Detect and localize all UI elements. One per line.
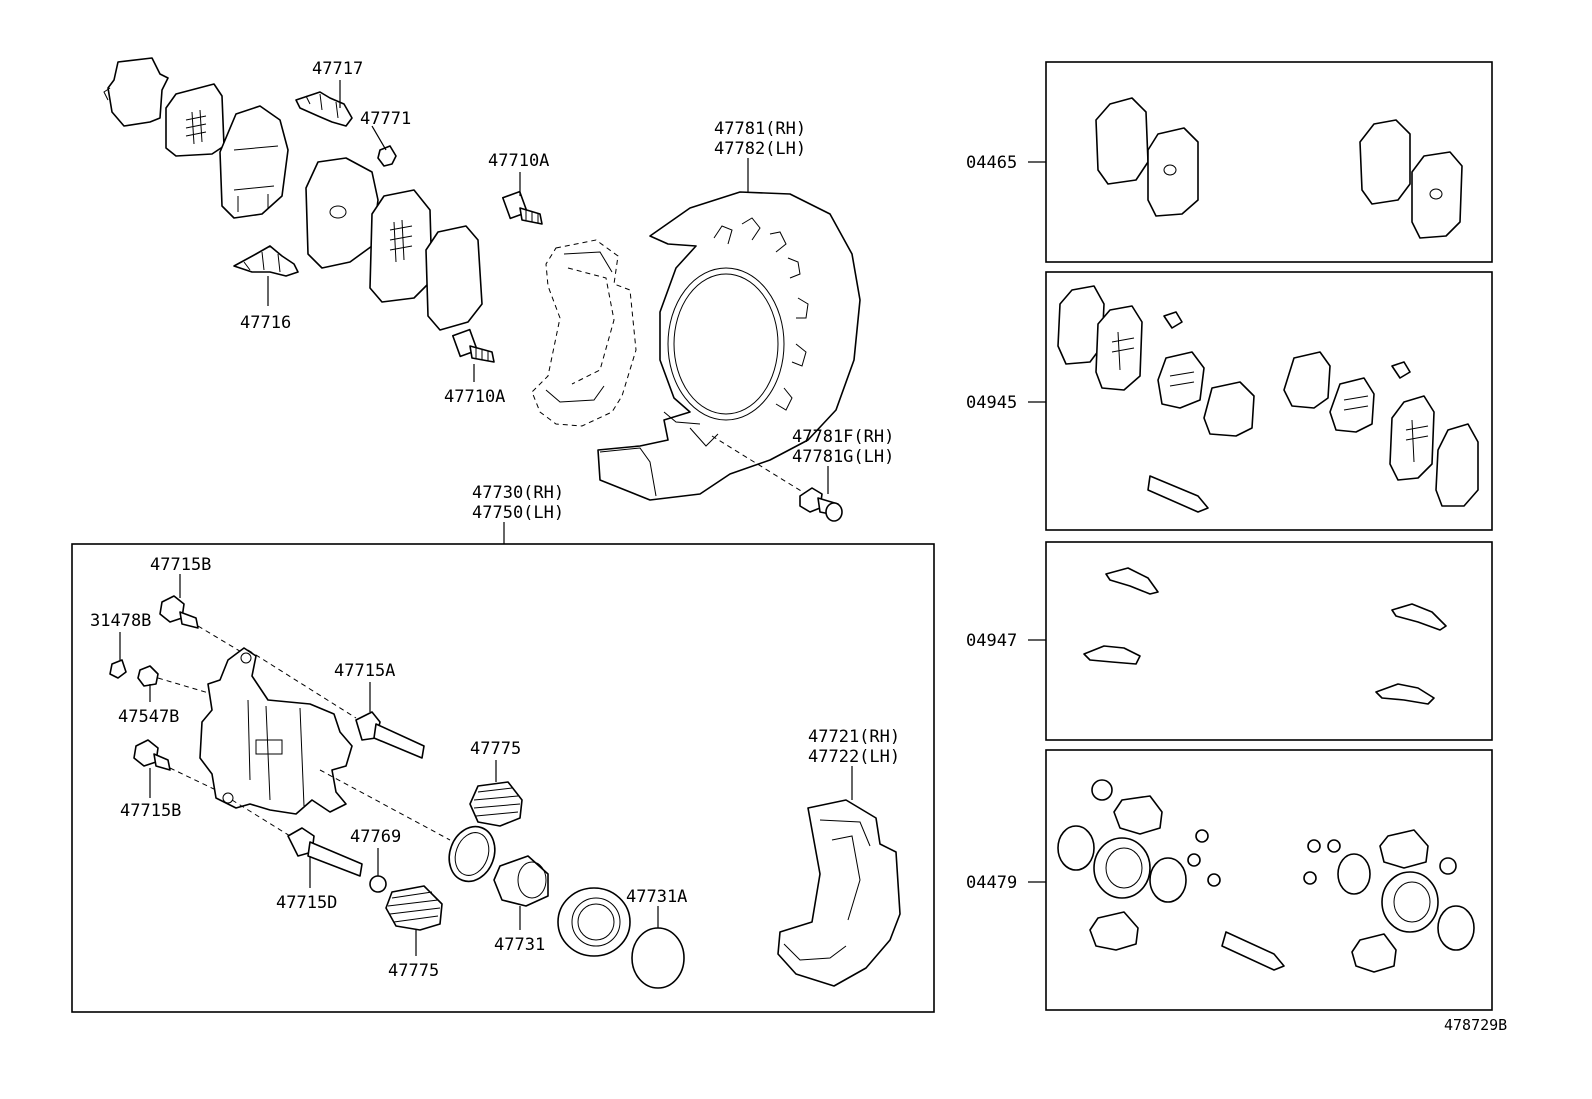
label-47781f-rh: 47781F(RH) (792, 427, 894, 447)
label-47731a: 47731A (626, 887, 687, 907)
bleeder-47547b (137, 665, 159, 687)
label-47717: 47717 (312, 59, 363, 79)
clip-47716 (233, 245, 299, 277)
bolt-47710a-bottom (451, 328, 495, 363)
piston-seal (448, 825, 496, 883)
clip-47771 (377, 145, 397, 167)
label-47715a: 47715A (334, 661, 395, 681)
boot-47775-top (469, 781, 523, 827)
bolt-47715b-top (159, 595, 199, 629)
slide-pin-47715a (355, 711, 425, 759)
caliper-body (199, 647, 353, 815)
pad-inner-shim (165, 83, 225, 157)
kit-04465-pads (1095, 97, 1463, 239)
slide-pin-47715d (287, 827, 363, 877)
caliper-bracket-ghost (531, 239, 637, 427)
label-47775-top: 47775 (470, 739, 521, 759)
label-47781g-lh: 47781G(LH) (792, 447, 894, 467)
label-47715b-top: 47715B (150, 555, 211, 575)
brake-pad-outer (219, 105, 289, 219)
caliper-bracket-47721 (777, 799, 901, 987)
label-47771: 47771 (360, 109, 411, 129)
label-47769: 47769 (350, 827, 401, 847)
kit-box-04945 (1045, 271, 1493, 531)
label-47775-bottom: 47775 (388, 961, 439, 981)
piston-47731 (493, 855, 549, 907)
label-47722-lh: 47722(LH) (808, 747, 900, 767)
kit-04945-shims (1057, 285, 1479, 513)
pad-shim-back (425, 225, 483, 331)
clip-47717 (295, 91, 353, 127)
kit-code-04465: 04465 (966, 153, 1017, 173)
label-31478b: 31478B (90, 611, 151, 631)
label-47721-rh: 47721(RH) (808, 727, 900, 747)
kit-code-04479: 04479 (966, 873, 1017, 893)
label-47750-lh: 47750(LH) (472, 503, 564, 523)
cap-47769 (369, 875, 387, 893)
label-47715d: 47715D (276, 893, 337, 913)
piston-boot-ring (557, 887, 631, 957)
label-47715b-bottom: 47715B (120, 801, 181, 821)
cap-31478b (109, 659, 127, 679)
brake-pad-inner (305, 157, 379, 269)
kit-box-04479 (1045, 749, 1493, 1011)
kit-box-04947 (1045, 541, 1493, 741)
ring-47731a (631, 927, 685, 989)
label-47547b: 47547B (118, 707, 179, 727)
kit-04479-seals (1057, 779, 1475, 973)
diagram-code: 478729B (1444, 1016, 1507, 1034)
label-47731: 47731 (494, 935, 545, 955)
label-47710a-bottom: 47710A (444, 387, 505, 407)
kit-04947-clips (1083, 567, 1447, 705)
bolt-47710a-top (501, 190, 543, 225)
label-47710a-top: 47710A (488, 151, 549, 171)
label-47782-lh: 47782(LH) (714, 139, 806, 159)
caliper-assembly-box (71, 543, 935, 1013)
dust-cover (597, 191, 861, 501)
pad-outer-shim (103, 57, 169, 127)
pad-shim-middle (369, 189, 433, 303)
kit-code-04947: 04947 (966, 631, 1017, 651)
boot-47775-bottom (385, 885, 443, 931)
label-47781-rh: 47781(RH) (714, 119, 806, 139)
label-47716: 47716 (240, 313, 291, 333)
label-47730-rh: 47730(RH) (472, 483, 564, 503)
bolt-47781f (799, 487, 843, 522)
bolt-47715b-bottom (133, 739, 171, 771)
kit-code-04945: 04945 (966, 393, 1017, 413)
